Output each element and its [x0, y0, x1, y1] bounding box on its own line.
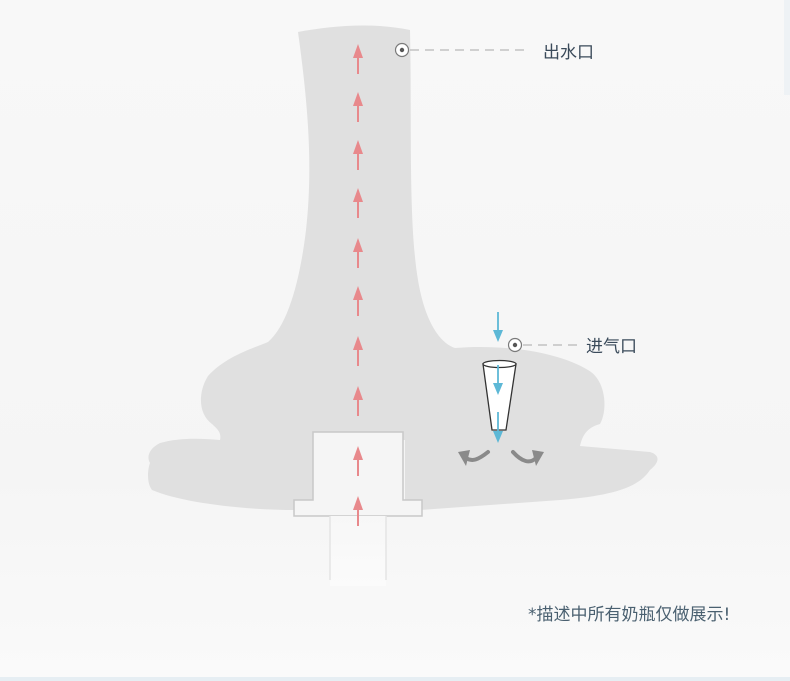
milk-flow-arrow — [353, 188, 363, 218]
milk-flow-arrow — [353, 238, 363, 268]
milk-flow-arrows — [353, 44, 363, 526]
milk-flow-arrow — [353, 336, 363, 366]
milk-flow-arrow — [353, 44, 363, 74]
bottle-stem — [330, 516, 386, 586]
air-flow-arrow — [493, 312, 503, 443]
edge-line — [784, 0, 790, 95]
nipple-body — [148, 25, 658, 511]
disclaimer-note: *描述中所有奶瓶仅做展示! — [528, 605, 731, 625]
outlet-marker — [394, 42, 410, 58]
milk-flow-arrow — [353, 446, 363, 476]
inlet-marker — [507, 337, 523, 353]
milk-flow-arrow — [353, 140, 363, 170]
milk-flow-arrow — [353, 496, 363, 526]
inlet-label: 进气口 — [586, 337, 637, 357]
air-valve-cone-rim — [482, 359, 517, 369]
milk-flow-arrow — [353, 386, 363, 416]
outlet-label: 出水口 — [543, 43, 594, 63]
milk-flow-arrow — [353, 92, 363, 122]
milk-flow-arrow — [353, 286, 363, 316]
swirl-arrow-right — [511, 450, 544, 466]
bottom-band — [0, 677, 790, 681]
swirl-arrow-left — [458, 450, 490, 466]
